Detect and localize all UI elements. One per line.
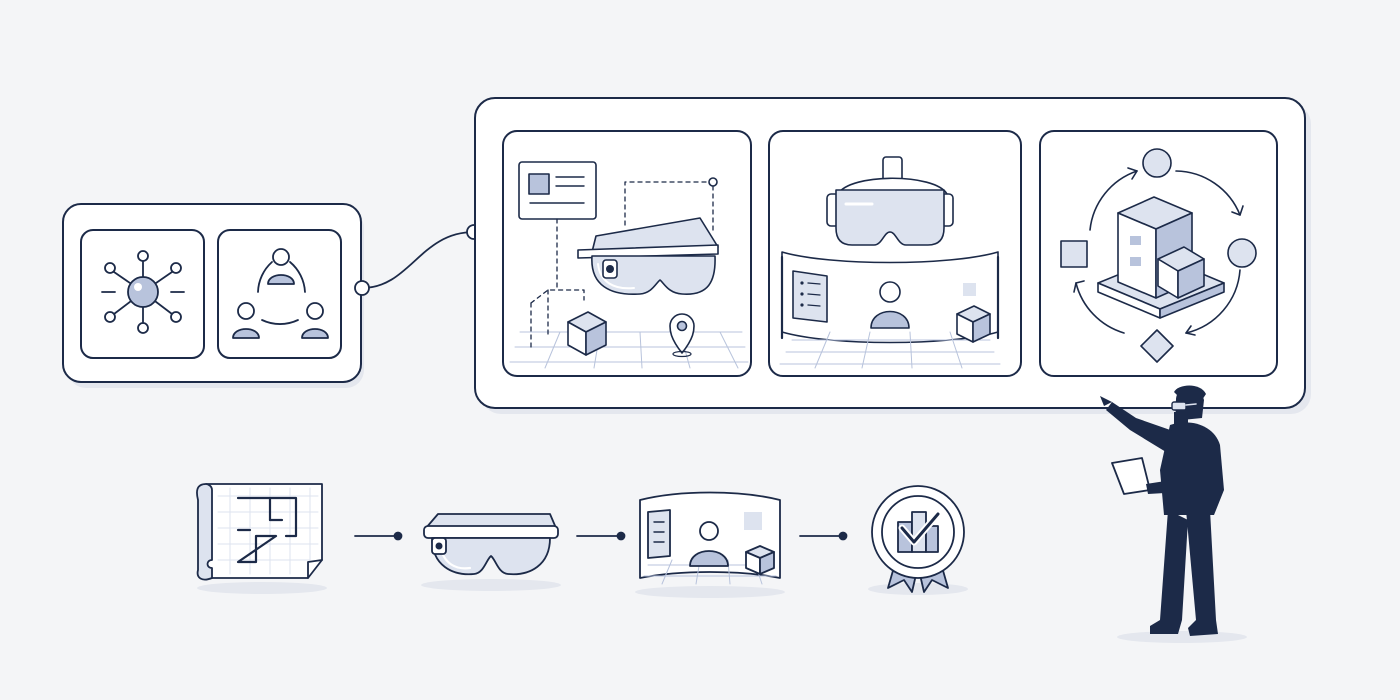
group-connector — [354, 224, 482, 296]
left-group — [62, 203, 364, 388]
presenter-with-tablet-icon — [1100, 385, 1224, 636]
workflow-connectors — [354, 531, 848, 541]
blueprint-icon — [196, 483, 323, 581]
main-group — [474, 97, 1311, 414]
workflow-row — [196, 483, 1247, 643]
network-hub-icon — [101, 250, 185, 334]
approval-badge-icon — [871, 485, 965, 593]
virtual-room-icon — [639, 491, 781, 585]
vr-headset-immersive-room-icon — [779, 156, 1001, 369]
building-model-cycle-icon — [1060, 148, 1257, 363]
ar-glasses-spatial-annotation-icon — [509, 161, 749, 369]
team-collaboration-icon — [232, 248, 329, 339]
ar-glasses-icon — [423, 513, 559, 576]
